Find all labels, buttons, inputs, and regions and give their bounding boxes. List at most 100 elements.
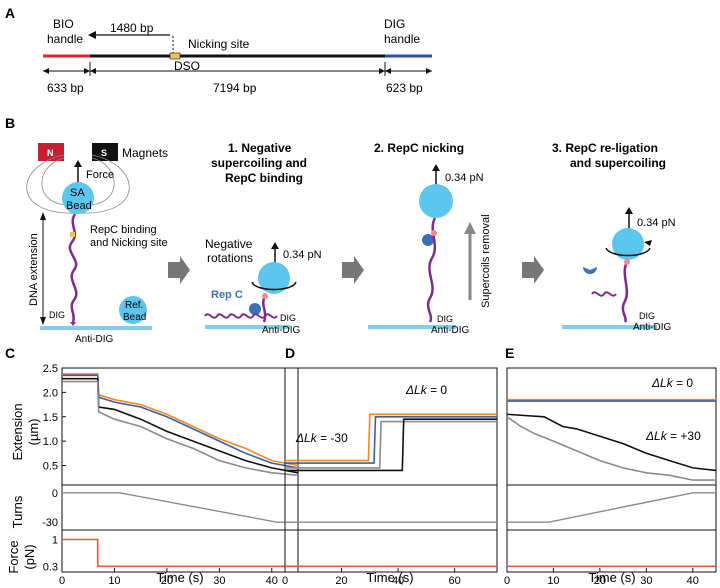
turns-tick-label: -30: [42, 517, 58, 529]
force-frame: [506, 529, 717, 573]
force-frame: [61, 529, 299, 573]
dig-handle-label-2: handle: [384, 32, 420, 46]
force-line: [62, 538, 298, 568]
panel-c-label: C: [5, 345, 15, 361]
x-tick-label: 10: [547, 575, 559, 587]
sa-bead-label-1: SA: [70, 187, 85, 199]
bio-handle-label-2: handle: [47, 32, 83, 46]
force-frame: [284, 529, 498, 573]
y-tick-label: 0.5: [43, 461, 58, 473]
surface-1: [40, 326, 152, 330]
magnet-s-label: S: [101, 148, 107, 158]
x-tick-label: 30: [640, 575, 652, 587]
x-tick-label: 0: [504, 575, 510, 587]
extension-series-0: [285, 413, 497, 462]
step3-bead: [612, 228, 644, 260]
annot-d-left: ΔLk = -30: [295, 431, 348, 445]
turns-line: [62, 492, 298, 523]
dig-label-1: DIG: [49, 310, 65, 320]
arrow-1480-head: [88, 31, 96, 39]
extension-series-3: [506, 416, 716, 481]
x-tick-label: 0: [59, 575, 65, 587]
x-tick-label: 0: [282, 575, 288, 587]
step1-title-1: 1. Negative: [228, 141, 292, 155]
ref-bead-label-2: Bead: [123, 312, 146, 323]
extension-series-2: [506, 413, 717, 472]
sa-bead-label-2: Bead: [66, 200, 92, 212]
step3-force-label: 0.34 pN: [637, 217, 676, 229]
extension-series-2: [285, 420, 497, 469]
x-tick-label: 10: [108, 575, 120, 587]
panel-d-label: D: [285, 345, 295, 361]
panel-c: C Extension (µm) Turns Force (pN) Time (…: [5, 345, 204, 585]
step3-title-2: and supercoiling: [570, 156, 666, 170]
x-tick-label: 40: [687, 575, 699, 587]
x-tick-label: 30: [213, 575, 225, 587]
dig-label-4: DIG: [639, 311, 655, 321]
ylabel-turns: Turns: [10, 495, 25, 528]
step3-repc: [583, 267, 597, 274]
extension-series-3: [285, 418, 497, 472]
x-tick-label: 20: [161, 575, 173, 587]
xlabel-e: Time (s): [588, 570, 635, 585]
rep-c-label: Rep C: [211, 289, 243, 301]
anti-dig-label-3: Anti-DIG: [431, 325, 470, 336]
step1-bead: [258, 262, 290, 294]
dig-label-3: DIG: [437, 314, 453, 324]
force-tick-label: 0.3: [43, 561, 58, 573]
surface-4: [562, 325, 657, 329]
panel-b-label: B: [5, 115, 15, 131]
nick-site: [70, 232, 75, 237]
annot-e-low: ΔLk = +30: [645, 429, 701, 443]
dig-handle-label-1: DIG: [384, 17, 405, 31]
step1-repc: [249, 303, 261, 315]
field-lines: [26, 154, 130, 214]
force-label: Force: [86, 169, 114, 181]
sa-bead: [62, 182, 94, 214]
step1-title-2: supercoiling and: [211, 156, 307, 170]
step1-force-label: 0.34 pN: [283, 249, 322, 261]
anti-dig-label-1: Anti-DIG: [75, 334, 114, 345]
panel-e-label: E: [505, 345, 514, 361]
y-tick-label: 2.0: [43, 387, 58, 399]
surface-3: [368, 325, 456, 329]
dna-extension-label: DNA extension: [28, 233, 40, 306]
annot-d-top: ΔLk = 0: [405, 383, 447, 397]
ylabel-extension-2: (µm): [26, 419, 41, 446]
panel-e: E ΔLk = 0 ΔLk = +30 Time (s): [505, 345, 701, 585]
xlabel-d: Time (s): [366, 570, 413, 585]
y-tick-label: 2.5: [43, 363, 58, 375]
ref-bead: [119, 296, 147, 324]
dna-tether: [68, 213, 78, 323]
seg-right-label: 623 bp: [386, 81, 423, 95]
panel-a: A BIO handle DIG handle 1480 bp Nicking …: [5, 5, 432, 95]
x-tick-label: 20: [594, 575, 606, 587]
magnets-label: Magnets: [122, 146, 168, 160]
nicking-site-label: Nicking site: [188, 37, 250, 51]
neg-rotations-label-2: rotations: [207, 251, 253, 265]
turns-frame: [284, 484, 498, 531]
step2-title: 2. RepC nicking: [374, 141, 464, 155]
x-tick-label: 40: [392, 575, 404, 587]
turns-line: [507, 492, 716, 523]
repc-binding-label-1: RepC binding: [90, 224, 157, 236]
step2-bead: [419, 184, 453, 218]
neg-rotations-label-1: Negative: [205, 237, 253, 251]
dso-label: DSO: [174, 59, 200, 73]
magnet-n-label: N: [47, 148, 54, 158]
ref-bead-label-1: Ref.: [125, 300, 143, 311]
extension-series-1: [285, 416, 497, 464]
panel-b: B N S Magnets Force SA Bead RepC binding…: [5, 115, 676, 345]
xlabel-c: Time (s): [156, 570, 203, 585]
anti-dig-label-2: Anti-DIG: [262, 325, 301, 336]
x-tick-label: 60: [448, 575, 460, 587]
dig-label-2: DIG: [280, 313, 296, 323]
step1-title-3: RepC binding: [225, 171, 303, 185]
seg-left-label: 633 bp: [47, 81, 84, 95]
turns-tick-label: 0: [52, 488, 58, 500]
panel-d: D ΔLk = 0 ΔLk = -30 Time (s): [285, 345, 447, 585]
